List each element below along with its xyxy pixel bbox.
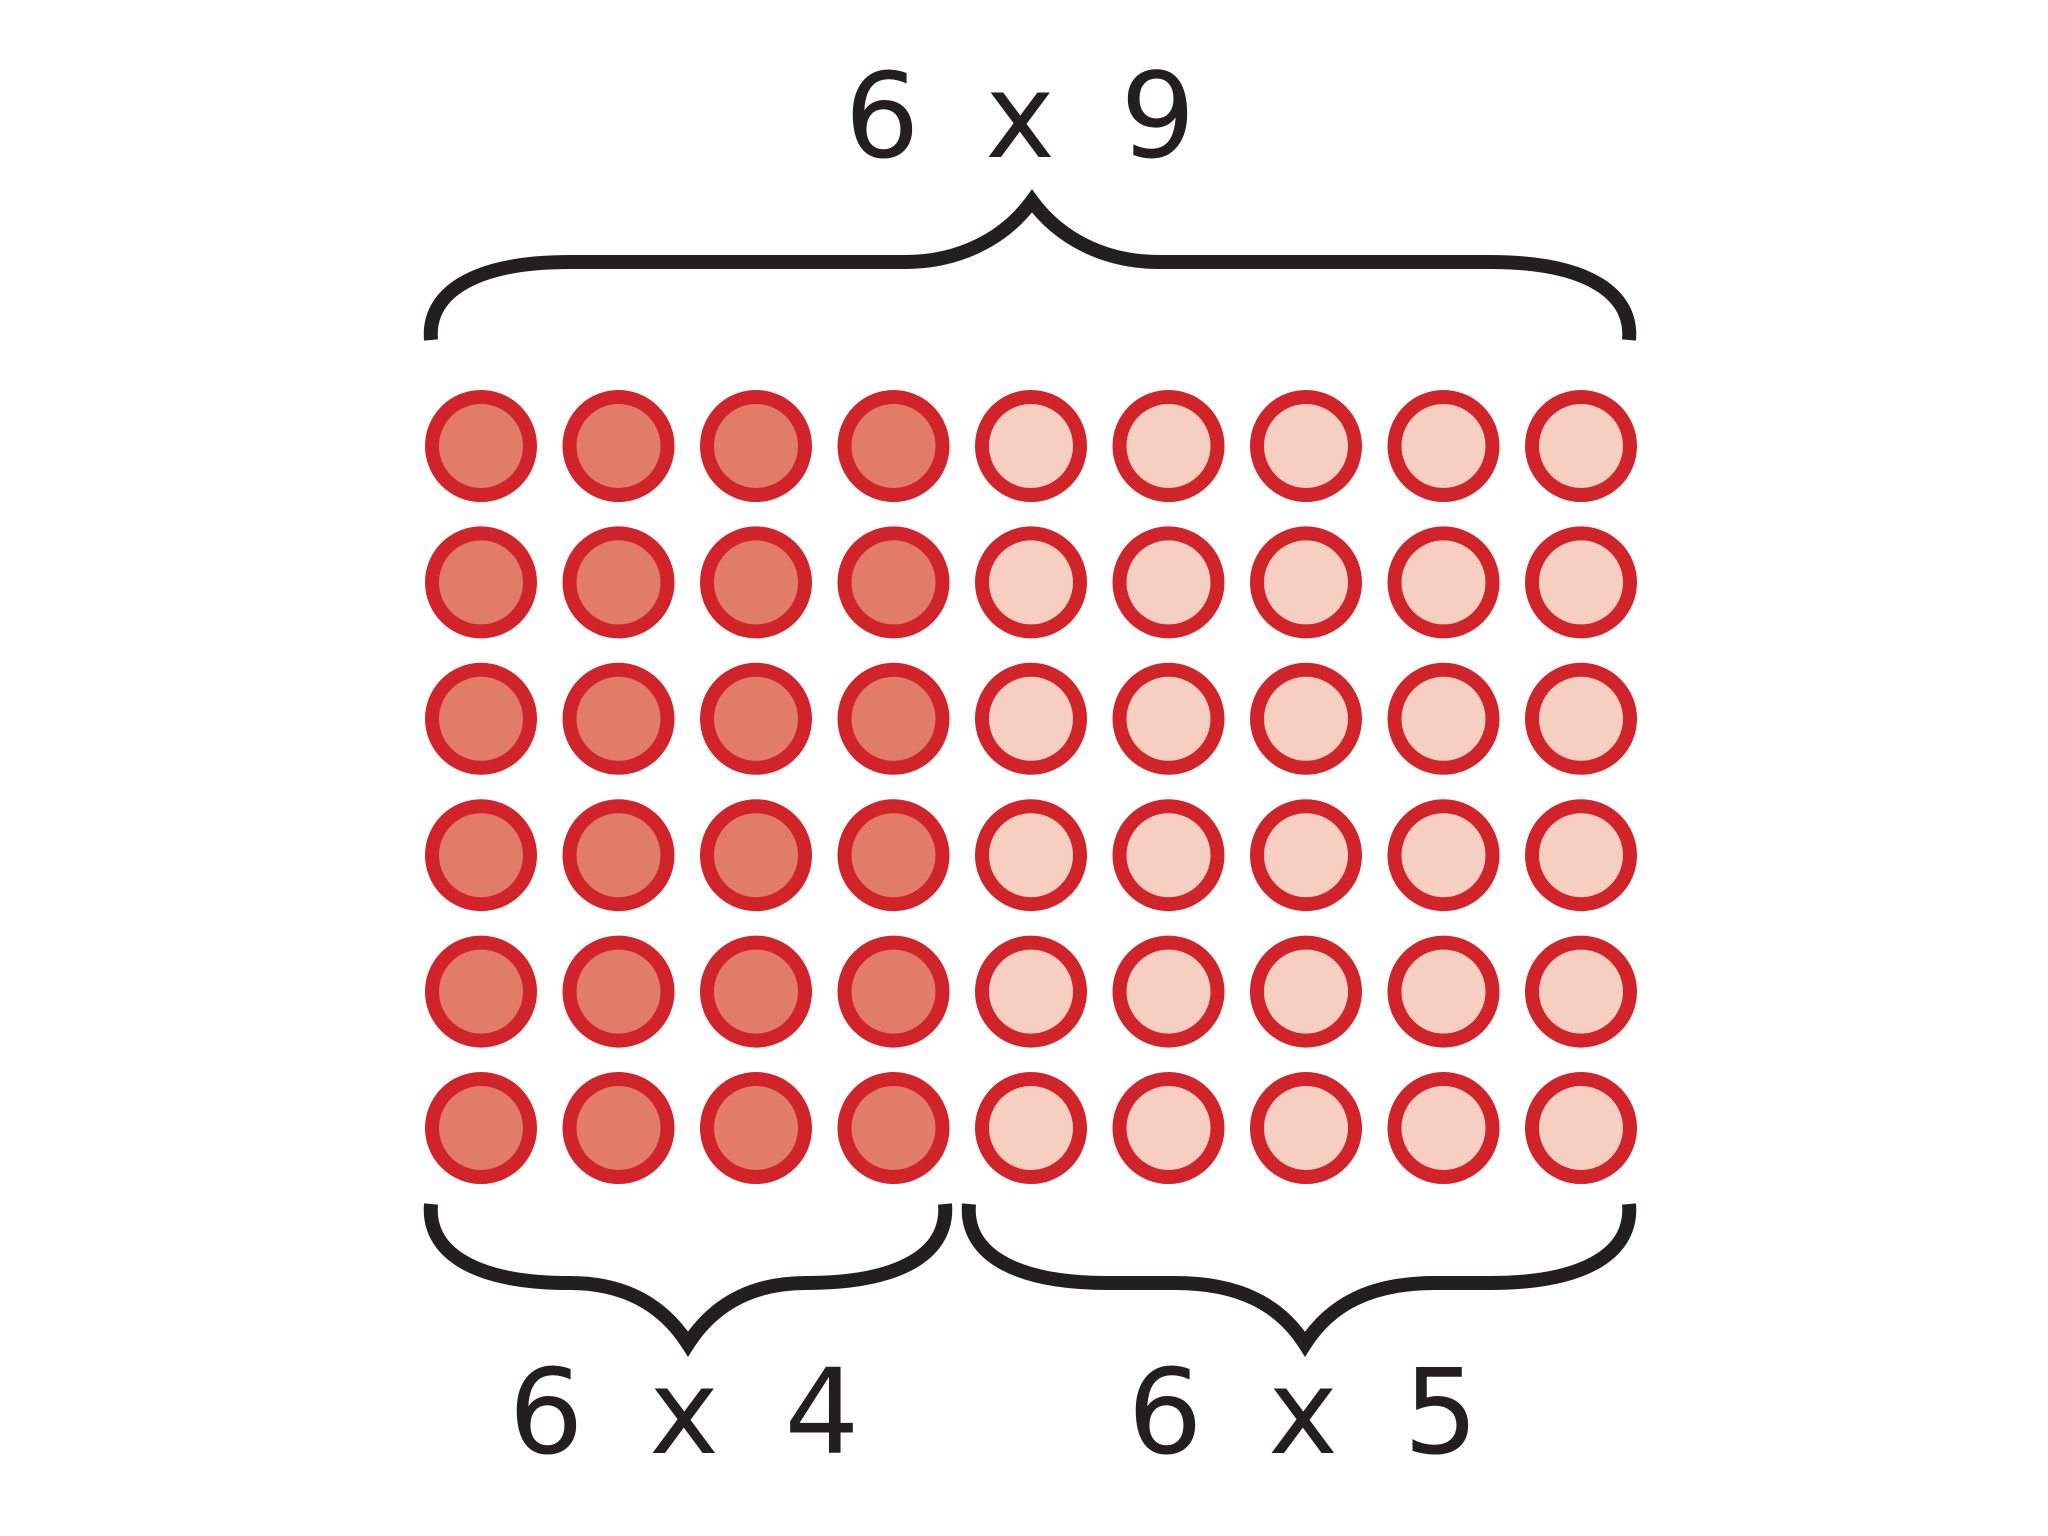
right-group-dot <box>1387 662 1500 775</box>
left-group-dot <box>700 935 812 1048</box>
right-group-brace <box>961 1203 1637 1357</box>
left-group-dot <box>562 390 675 502</box>
right-group-dot <box>1112 799 1225 912</box>
left-group-dot <box>700 662 812 775</box>
left-group-dot <box>425 1072 537 1184</box>
right-group-dot <box>1525 799 1637 912</box>
left-group-dot <box>562 799 675 912</box>
right-group-dot <box>975 799 1087 912</box>
left-group-dot <box>700 526 812 639</box>
right-group-dot <box>1387 1072 1500 1184</box>
left-group-dot <box>562 1072 675 1184</box>
right-group-dot <box>975 526 1087 639</box>
left-group-dot <box>837 935 950 1048</box>
right-group-dot <box>1250 390 1362 502</box>
left-group-dot <box>425 390 537 502</box>
right-group-dot <box>1387 935 1500 1048</box>
dot-grid <box>425 390 1637 1184</box>
right-group-dot <box>975 662 1087 775</box>
right-group-dot <box>1250 526 1362 639</box>
left-group-dot <box>562 662 675 775</box>
right-group-dot <box>1525 662 1637 775</box>
left-group-dot <box>562 526 675 639</box>
right-group-dot <box>1250 799 1362 912</box>
left-group-dot <box>425 799 537 912</box>
right-group-dot <box>1112 1072 1225 1184</box>
left-group-dot <box>837 526 950 639</box>
right-group-dot <box>1525 390 1637 502</box>
right-group-dot <box>1112 526 1225 639</box>
left-group-dot <box>837 662 950 775</box>
right-group-dot <box>1250 662 1362 775</box>
left-group-dot <box>700 799 812 912</box>
left-group-expression-label: 6 x 4 <box>509 1343 874 1481</box>
left-group-dot <box>837 799 950 912</box>
left-group-dot <box>562 935 675 1048</box>
right-group-expression-label: 6 x 5 <box>1128 1343 1493 1481</box>
right-group-dot <box>975 390 1087 502</box>
right-group-dot <box>1112 390 1225 502</box>
right-group-dot <box>975 1072 1087 1184</box>
right-group-dot <box>1525 1072 1637 1184</box>
left-group-dot <box>837 1072 950 1184</box>
left-group-dot <box>700 390 812 502</box>
right-group-dot <box>1387 799 1500 912</box>
left-group-dot <box>425 526 537 639</box>
right-group-dot <box>1387 526 1500 639</box>
left-group-dot <box>700 1072 812 1184</box>
left-group-dot <box>425 935 537 1048</box>
right-group-dot <box>1250 1072 1362 1184</box>
right-group-dot <box>1250 935 1362 1048</box>
right-group-dot <box>975 935 1087 1048</box>
right-group-dot <box>1525 935 1637 1048</box>
right-group-dot <box>1387 390 1500 502</box>
right-group-dot <box>1112 935 1225 1048</box>
total-expression-label: 6 x 9 <box>845 47 1210 185</box>
left-group-dot <box>837 390 950 502</box>
left-group-dot <box>425 662 537 775</box>
right-group-dot <box>1525 526 1637 639</box>
top-brace <box>423 189 1637 341</box>
left-group-brace <box>423 1203 953 1357</box>
right-group-dot <box>1112 662 1225 775</box>
